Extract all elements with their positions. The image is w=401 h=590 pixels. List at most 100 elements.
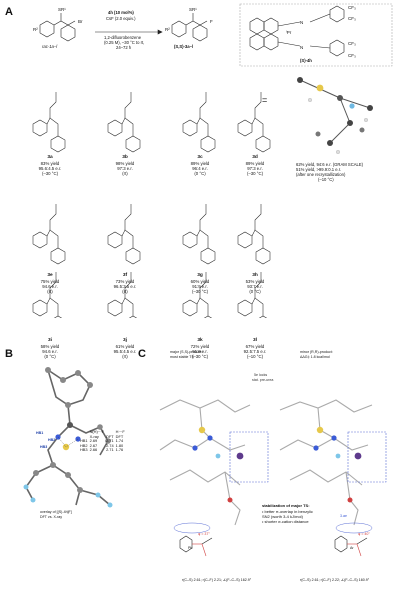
carbon-chain (121, 229, 134, 248)
carbon-chain (46, 297, 59, 316)
compound-er: 95.5:4.5 e.r. (113, 349, 137, 354)
compound-temp: (rt) (47, 289, 53, 294)
compound-yield: 98% yield (115, 161, 135, 166)
thioether-chain (49, 92, 57, 118)
compound-er: 96.5:3.5 e.r. (113, 284, 137, 289)
table-cell: 2.74 (106, 442, 114, 448)
carbon-chain (196, 117, 209, 136)
transition-state-models (159, 399, 387, 557)
compound-temp: (0 °C) (194, 171, 206, 176)
compound-yield: 72% yield (190, 344, 210, 349)
angle-major: φ = 37° (198, 532, 210, 536)
carbon-chain (46, 117, 59, 136)
major-title-line1: major (S,S)-product: (170, 350, 203, 354)
thioether-chain (124, 272, 132, 298)
svg-text:R²: R² (33, 27, 38, 32)
aryl-ring (107, 299, 123, 317)
aryl-ring (255, 247, 271, 265)
carbon-chain (121, 117, 134, 136)
compound-temp: (rt) (122, 171, 128, 176)
compound-temp: (–30 °C) (246, 171, 264, 176)
compound-structures: = (32, 77, 373, 318)
thioether-chain (199, 204, 207, 230)
aryl-ring (107, 119, 123, 137)
reaction-solvent: 1,2-difluorobenzene (104, 35, 142, 40)
table-cell: 1.80 (115, 442, 124, 448)
aryl-ring (203, 315, 213, 318)
compound-yield: 83% yield (40, 161, 60, 166)
compound-temp: (0 °C) (249, 289, 261, 294)
svg-text:CF₃: CF₃ (348, 53, 356, 58)
compound-yield: 73% yield (115, 279, 135, 284)
table-cell: 1.76 (115, 447, 124, 453)
compound-label: 3j (122, 338, 127, 343)
compound-label: 3l (252, 338, 257, 343)
table-cell: HB3 (80, 447, 88, 453)
table-header: N(H)···F (89, 429, 105, 434)
compound-er: 91:9 e.r. (192, 349, 208, 354)
table-cell: 1.74 (115, 438, 124, 444)
thioether-chain (49, 204, 57, 230)
aryl-ring (128, 315, 138, 318)
panel-b-letter: B (5, 348, 13, 360)
table-cell: HB2 (80, 442, 88, 448)
thioether-chain (254, 204, 262, 230)
minor-title-line1: minor (R,R)-product: (300, 350, 333, 354)
table-cell: 2.71 (106, 438, 114, 444)
table-cell: 2.66 (89, 447, 98, 453)
distance-minor: r(C–S) 2.61; r(C–F) 2.22; ∠(F–C–S) 160.9… (300, 578, 370, 582)
thioether-chain (254, 272, 262, 298)
compound-temp: (rt) (122, 354, 128, 359)
table-subheader: DFT (106, 433, 114, 439)
compound-yield: 67% yield (245, 344, 265, 349)
svg-text:SR¹: SR¹ (58, 7, 66, 12)
compound-label: 3g (197, 273, 203, 278)
reaction-time: 24–72 h (116, 45, 132, 50)
carbon-chain (251, 117, 264, 136)
compound-temp: (–10 °C) (246, 354, 264, 359)
compound-temp: (–30 °C) (191, 354, 209, 359)
distance-label: 3.ae (340, 514, 347, 518)
carbon-chain (251, 297, 264, 316)
compound-label: 3i (47, 338, 52, 343)
hb1-label: HB1 (36, 431, 44, 435)
carbon-chain (196, 229, 209, 248)
table-cell: 2.69 (89, 438, 98, 444)
gram-scale-line2: 51% yield, >99.9:0.1 e.r. (296, 167, 342, 172)
compound-label: 3h (252, 273, 258, 278)
compound-yield: 58% yield (40, 344, 60, 349)
compound-er: 92.5:7.5 e.r. (243, 349, 267, 354)
compound-label: 3d (252, 155, 258, 160)
compound-temp: (0 °C) (44, 354, 56, 359)
carbon-chain (196, 297, 209, 316)
aryl-ring (258, 315, 268, 318)
table-row: HB3 2.66 2.71 1.76 (80, 448, 127, 453)
gram-scale-line1: 62% yield, 94:6 e.r. (GRAM SCALE) (296, 162, 364, 167)
aryl-ring (237, 231, 253, 249)
thioether-chain (124, 204, 132, 230)
product-label: (S,S)-3a–l (174, 44, 194, 49)
svg-text:CF₃: CF₃ (348, 5, 356, 10)
aryl-ring (237, 299, 253, 317)
compound-er: 97:3 e.r. (247, 166, 263, 171)
overlay-structure (23, 367, 113, 508)
compound-yield: 89% yield (245, 161, 265, 166)
thioether-chain (49, 272, 57, 298)
overlay-caption-line1: overlay of [(S)-4h]F] (40, 510, 72, 514)
gram-scale-line3: (after one recrystallization) (296, 172, 346, 177)
compound-label: 3a (47, 155, 53, 160)
thioether-chain (199, 92, 207, 118)
aryl-ring (200, 247, 216, 265)
compound-er: 96:4 e.r. (192, 166, 208, 171)
table-subheader: X-ray (89, 433, 99, 439)
